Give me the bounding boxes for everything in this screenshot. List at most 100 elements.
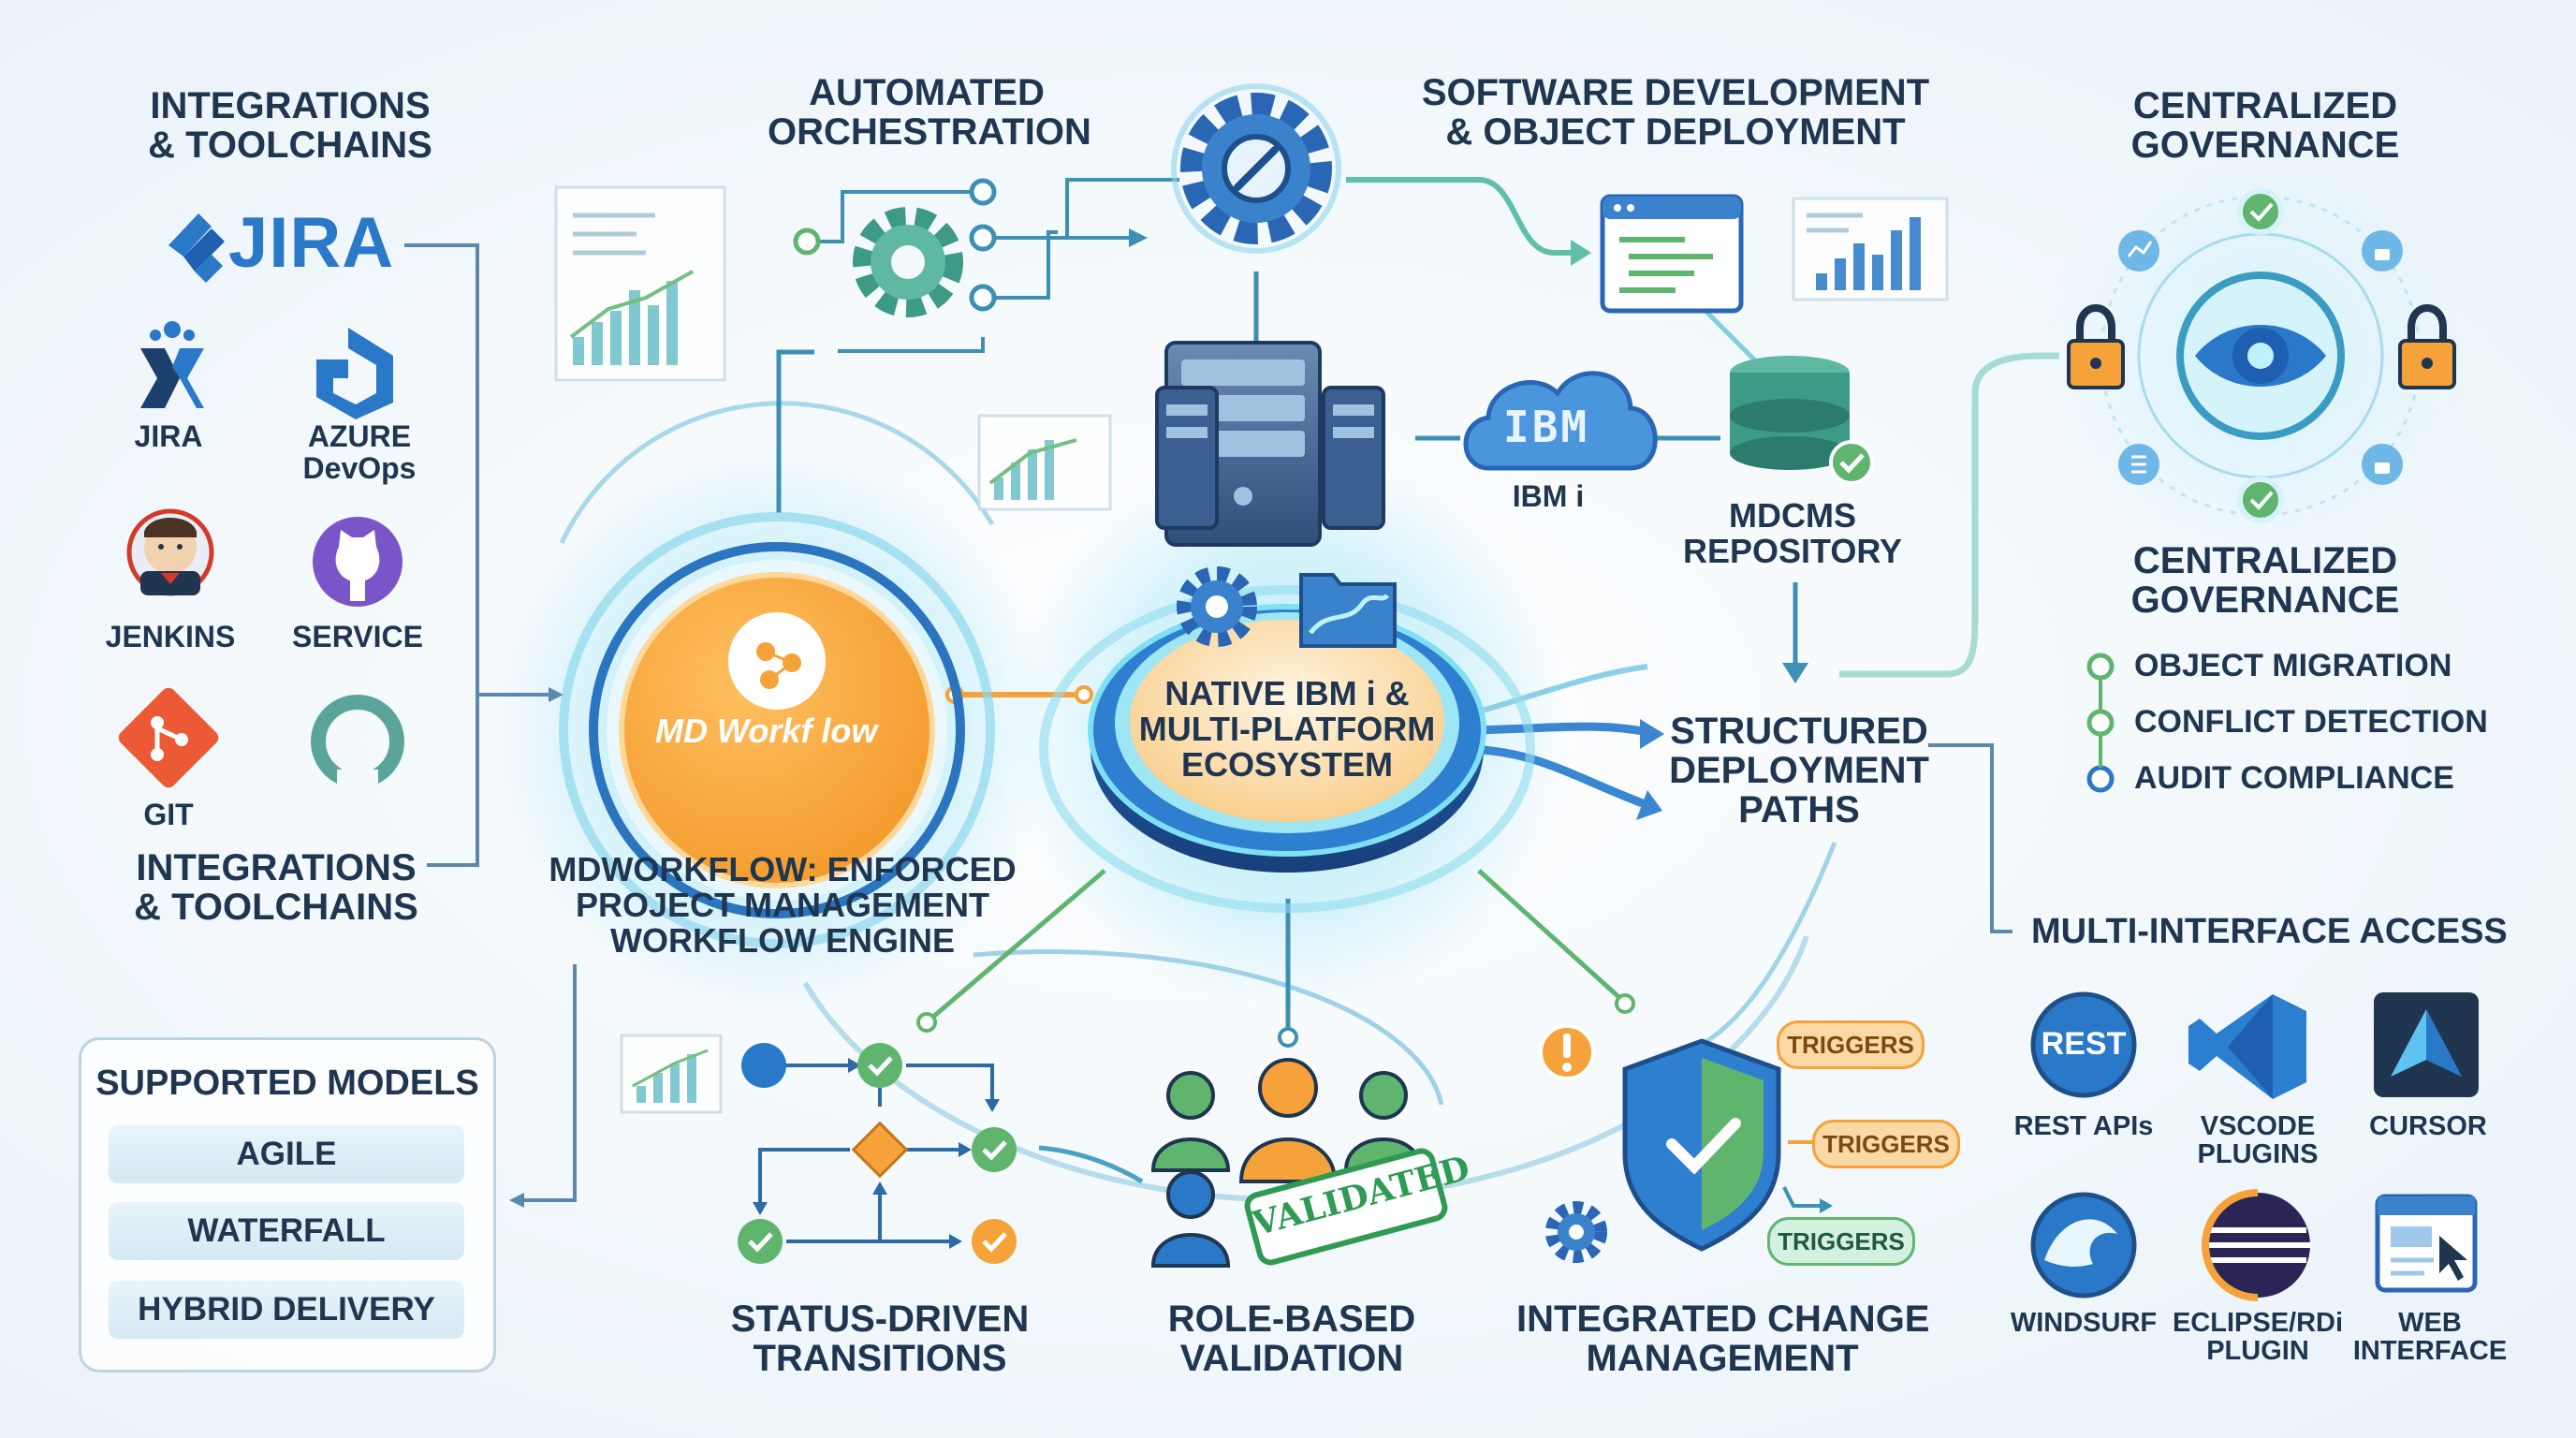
trigger-badge-3: TRIGGERS: [1767, 1217, 1915, 1266]
ibm-i-label: IBM i: [1512, 479, 1585, 513]
chart-decoration-icon: [1792, 197, 1949, 301]
eclipse-line1: ECLIPSE/RDi: [2172, 1308, 2344, 1338]
tool-label-git: GIT: [143, 798, 194, 831]
ecosystem-line2: MULTI-PLATFORM: [1138, 709, 1436, 748]
flow-diagram-icon: [738, 1043, 1017, 1264]
server-rack-icon: [1155, 341, 1385, 547]
eclipse-line2: PLUGIN: [2206, 1336, 2309, 1367]
trigger-badge-1: TRIGGERS: [1777, 1020, 1925, 1069]
structured-line2: DEPLOYMENT: [1669, 750, 1929, 791]
software-title-line2: & OBJECT DEPLOYMENT: [1445, 111, 1906, 153]
jira-icon: [140, 321, 204, 408]
structured-paths-title: STRUCTURED DEPLOYMENT PATHS: [1651, 712, 1947, 829]
chart-decoration-icon: [554, 185, 726, 382]
governance-top-line1: CENTRALIZED: [2132, 85, 2398, 126]
model-hybrid: HYBRID DELIVERY: [109, 1281, 464, 1339]
vscode-line1: VSCODE: [2200, 1111, 2316, 1141]
ibm-cloud-icon: [1463, 371, 1658, 471]
orchestration-gear-icon: [853, 207, 963, 317]
eclipse-icon: [2202, 1189, 2310, 1301]
chart-decoration-icon: [977, 414, 1112, 511]
md-workflow-logo-text: MD Workf low: [655, 712, 878, 750]
people-icon: [1150, 1058, 1424, 1268]
central-gear-icon: [1171, 83, 1341, 254]
github-icon: [313, 517, 402, 607]
structured-line3: PATHS: [1738, 789, 1860, 830]
interface-label-vscode: VSCODE PLUGINS: [2172, 1112, 2344, 1169]
engine-caption-line2: PROJECT MANAGEMENT: [575, 885, 990, 924]
small-gear-icon: [1545, 1201, 1607, 1263]
governance-item-conflict: CONFLICT DETECTION: [2134, 704, 2488, 740]
engine-caption-line3: WORKFLOW ENGINE: [610, 920, 955, 960]
supported-models-title: SUPPORTED MODELS: [95, 1064, 479, 1103]
governance-bullets: [2086, 653, 2115, 793]
orchestration-title-line2: ORCHESTRATION: [768, 111, 1091, 153]
tool-label-azure-line1: AZURE: [307, 419, 412, 453]
governance-item-audit: AUDIT COMPLIANCE: [2134, 760, 2454, 796]
ecosystem-caption: NATIVE IBM i & MULTI-PLATFORM ECOSYSTEM: [1128, 676, 1446, 782]
engine-caption: MDWORKFLOW: ENFORCED PROJECT MANAGEMENT …: [549, 852, 1017, 958]
interface-label-cursor: CURSOR: [2369, 1111, 2487, 1141]
change-line2: MANAGEMENT: [1586, 1338, 1859, 1379]
settings-gear-icon: [1177, 566, 1257, 647]
tool-label-jira: JIRA: [134, 419, 203, 453]
structured-line1: STRUCTURED: [1670, 711, 1928, 752]
governance-node-icons: [2118, 188, 2403, 523]
ring-logo-icon: [311, 695, 404, 788]
shield-check-icon: [1622, 1038, 1781, 1252]
governance-top-line2: GOVERNANCE: [2130, 125, 2400, 166]
software-title-line1: SOFTWARE DEVELOPMENT: [1421, 72, 1930, 113]
integrations-title: INTEGRATIONS & TOOLCHAINS: [131, 86, 449, 165]
code-window-icon: [1600, 194, 1744, 314]
governance-bottom-line1: CENTRALIZED: [2132, 540, 2398, 581]
orchestration-title: AUTOMATED ORCHESTRATION: [768, 72, 1091, 153]
engine-caption-line1: MDWORKFLOW: ENFORCED: [549, 850, 1017, 888]
interface-label-rest: REST APIs: [2013, 1111, 2154, 1141]
trigger-badge-2: TRIGGERS: [1812, 1120, 1960, 1168]
ecosystem-platform-icon: [1039, 585, 1535, 913]
status-line2: TRANSITIONS: [753, 1338, 1007, 1379]
chart-decoration-icon: [620, 1034, 723, 1114]
ibm-wordmark: IBM: [1503, 402, 1590, 452]
web-line1: WEB: [2398, 1308, 2462, 1338]
tool-label-azure: AZURE DevOps: [281, 419, 438, 484]
integrations-title-line2: & TOOLCHAINS: [148, 125, 432, 166]
tool-label-service: SERVICE: [292, 620, 423, 653]
interface-label-web: WEB INTERFACE: [2351, 1309, 2509, 1366]
role-line2: VALIDATION: [1179, 1338, 1404, 1379]
vscode-icon: [2188, 994, 2306, 1099]
orchestration-title-line1: AUTOMATED: [809, 72, 1045, 113]
alert-icon: [1539, 1024, 1595, 1080]
ecosystem-line3: ECOSYSTEM: [1180, 744, 1394, 784]
interface-label-windsurf: WINDSURF: [2010, 1308, 2158, 1338]
web-interface-icon: [2375, 1194, 2478, 1293]
repository-label: MDCMS REPOSITORY: [1676, 498, 1910, 569]
governance-top-title: CENTRALIZED GOVERNANCE: [2106, 86, 2424, 165]
model-agile: AGILE: [109, 1125, 464, 1183]
validated-stamp-icon: [1244, 1148, 1448, 1266]
jira-wordmark: JIRA: [228, 203, 395, 283]
role-line1: ROLE-BASED: [1167, 1299, 1416, 1340]
web-line2: INTERFACE: [2352, 1336, 2508, 1367]
git-icon: [118, 687, 219, 788]
rest-api-icon: [2030, 991, 2137, 1098]
change-management-title: INTEGRATED CHANGE MANAGEMENT: [1516, 1299, 1930, 1379]
lock-icon: [2398, 304, 2456, 389]
model-waterfall: WATERFALL: [109, 1202, 464, 1260]
workflow-engine-icon: [559, 512, 995, 948]
vscode-line2: PLUGINS: [2197, 1139, 2319, 1170]
tool-label-jenkins: JENKINS: [105, 620, 236, 653]
database-icon: [1730, 356, 1874, 485]
status-driven-title: STATUS-DRIVEN TRANSITIONS: [711, 1299, 1048, 1378]
cursor-icon: [2374, 992, 2479, 1097]
change-line1: INTEGRATED CHANGE: [1516, 1299, 1930, 1340]
integrations-bottom-title: INTEGRATIONS & TOOLCHAINS: [122, 848, 431, 927]
jenkins-icon: [126, 508, 214, 596]
jira-logo-icon: [168, 213, 225, 283]
software-deployment-title: SOFTWARE DEVELOPMENT & OBJECT DEPLOYMENT: [1404, 73, 1947, 152]
azure-devops-icon: [316, 328, 393, 419]
repository-line2: REPOSITORY: [1682, 531, 1903, 570]
governance-item-migration: OBJECT MIGRATION: [2134, 648, 2452, 683]
